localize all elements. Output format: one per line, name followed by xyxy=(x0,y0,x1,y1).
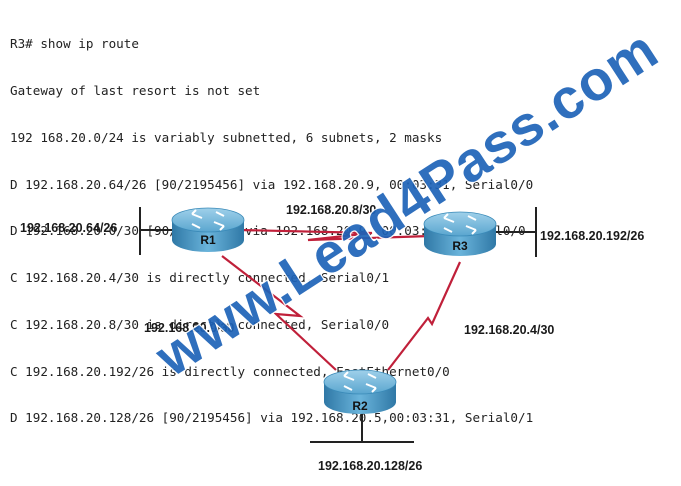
router-r2[interactable]: R2 xyxy=(323,369,397,414)
network-label-r2-lan: 192.168.20.128/26 xyxy=(318,459,422,473)
router-arrows-icon xyxy=(191,209,225,231)
router-r3[interactable]: R3 xyxy=(423,211,497,256)
terminal-line: R3# show ip route xyxy=(10,36,139,52)
r1-lan-segment xyxy=(139,207,172,255)
serial-link-r1-r2 xyxy=(221,255,337,371)
network-label-r3-lan: 192.168.20.192/26 xyxy=(540,229,644,243)
terminal-line: Gateway of last resort is not set xyxy=(10,82,261,98)
terminal-line: C 192.168.20.4/30 is directly connected,… xyxy=(10,270,390,286)
router-r1[interactable]: R1 xyxy=(171,207,245,252)
r2-lan-segment xyxy=(310,412,414,443)
router-arrows-icon xyxy=(443,213,477,235)
router-label: R1 xyxy=(200,233,216,247)
watermark-text: www.Lead4Pass.com xyxy=(143,17,668,389)
network-label-r1-r3-link: 192.168.20.8/30 xyxy=(286,203,376,217)
router-arrows-icon xyxy=(343,371,377,393)
terminal-line: D 192.168.20.64/26 [90/2195456] via 192.… xyxy=(10,176,534,192)
terminal-line: 192 168.20.0/24 is variably subnetted, 6… xyxy=(10,129,443,145)
serial-link-r1-r3 xyxy=(239,228,431,242)
terminal-line: D 192.168.20.128/26 [90/2195456] via 192… xyxy=(10,410,534,426)
router-label: R2 xyxy=(352,399,368,413)
router-label: R3 xyxy=(452,239,468,253)
r3-lan-segment xyxy=(494,207,537,257)
show-ip-route-output: R3# show ip route Gateway of last resort… xyxy=(10,5,670,442)
network-label-r2-r3-link: 192.168.20.4/30 xyxy=(464,323,554,337)
serial-link-r2-r3 xyxy=(387,261,462,371)
network-label-r1-r2-link: 192.168.20.0/30 xyxy=(144,321,234,335)
terminal-line: C 192.168.20.8/30 is directly connected,… xyxy=(10,316,390,332)
network-label-r1-lan: 192.168.20.64/26 xyxy=(20,221,117,235)
